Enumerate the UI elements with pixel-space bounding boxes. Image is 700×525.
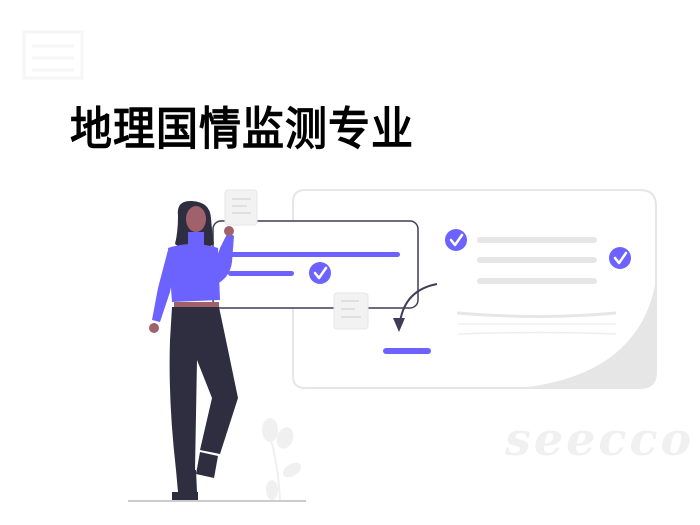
watermark-logo-icon	[22, 30, 84, 80]
check-circle-icon	[609, 247, 631, 269]
plant-icon	[262, 418, 302, 501]
check-circle-icon	[309, 262, 331, 284]
note-icon	[333, 292, 369, 330]
woman-figure	[149, 200, 238, 500]
note-icon	[224, 189, 258, 226]
check-circle-icon	[445, 229, 467, 251]
curved-arrow-icon	[393, 283, 438, 332]
page-title: 地理国情监测专业	[70, 102, 415, 156]
watermark-brand: seecco	[505, 412, 695, 466]
